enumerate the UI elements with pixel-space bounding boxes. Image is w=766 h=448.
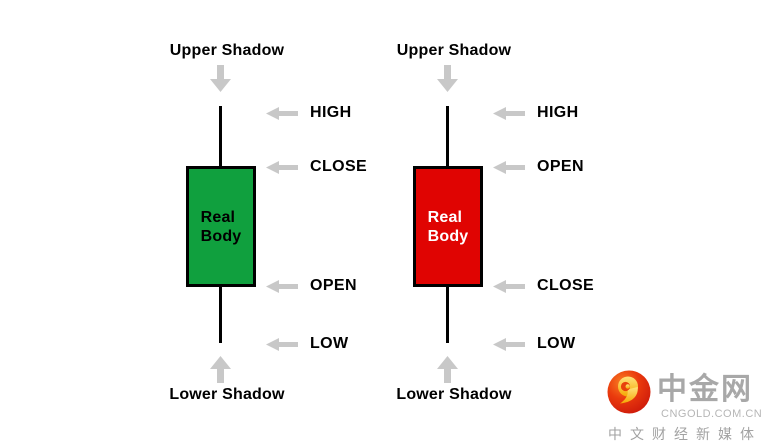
bearish-candle-group: Upper Shadow Real Body Lower Shadow bbox=[304, 0, 604, 420]
left-arrow-icon bbox=[493, 160, 525, 174]
callout-close: CLOSE bbox=[266, 157, 367, 177]
callout-low: LOW bbox=[493, 334, 576, 354]
callout-high: HIGH bbox=[493, 103, 579, 123]
watermark-domain: CNGOLD.COM.CN bbox=[661, 408, 763, 420]
watermark-brand-name: 中金网 bbox=[657, 373, 753, 406]
real-body-label-line1: Real bbox=[200, 208, 236, 226]
lower-shadow-label: Lower Shadow bbox=[169, 386, 285, 403]
left-arrow-icon bbox=[266, 337, 298, 351]
callout-label-high: HIGH bbox=[310, 104, 352, 121]
lower-shadow-wick bbox=[446, 287, 449, 343]
upper-shadow-wick bbox=[219, 106, 222, 166]
up-arrow-icon bbox=[210, 356, 231, 383]
callout-label-close: CLOSE bbox=[310, 158, 368, 175]
cngold-logo-icon bbox=[607, 370, 651, 414]
left-arrow-icon bbox=[266, 106, 298, 120]
bullish-candle-group: Upper Shadow Real Body Lower Shadow bbox=[77, 0, 377, 420]
callout-open: OPEN bbox=[493, 157, 584, 177]
left-arrow-icon bbox=[266, 160, 298, 174]
upper-shadow-label: Upper Shadow bbox=[169, 42, 285, 59]
callout-open: OPEN bbox=[266, 276, 357, 296]
left-arrow-icon bbox=[493, 106, 525, 120]
real-body-label-line2: Body bbox=[427, 227, 469, 245]
callout-high: HIGH bbox=[266, 103, 352, 123]
callout-label-low: LOW bbox=[310, 335, 349, 352]
callout-label-open: OPEN bbox=[537, 158, 584, 175]
callout-label-close: CLOSE bbox=[537, 277, 595, 294]
callout-label-high: HIGH bbox=[537, 104, 579, 121]
callout-low: LOW bbox=[266, 334, 349, 354]
bullish-real-body: Real Body bbox=[186, 166, 256, 287]
real-body-label-line2: Body bbox=[200, 227, 242, 245]
real-body-label-line1: Real bbox=[427, 208, 463, 226]
upper-shadow-label: Upper Shadow bbox=[396, 42, 512, 59]
callout-label-low: LOW bbox=[537, 335, 576, 352]
left-arrow-icon bbox=[266, 279, 298, 293]
watermark-tagline: 中文财经新媒体 bbox=[608, 426, 762, 442]
bearish-real-body: Real Body bbox=[413, 166, 483, 287]
down-arrow-icon bbox=[437, 65, 458, 92]
lower-shadow-label: Lower Shadow bbox=[396, 386, 512, 403]
down-arrow-icon bbox=[210, 65, 231, 92]
lower-shadow-wick bbox=[219, 287, 222, 343]
upper-shadow-wick bbox=[446, 106, 449, 166]
cngold-watermark: 中金网 CNGOLD.COM.CN 中文财经新媒体 bbox=[605, 370, 765, 446]
left-arrow-icon bbox=[493, 337, 525, 351]
left-arrow-icon bbox=[493, 279, 525, 293]
callout-close: CLOSE bbox=[493, 276, 594, 296]
callout-label-open: OPEN bbox=[310, 277, 357, 294]
real-body-label: Real Body bbox=[428, 208, 469, 246]
up-arrow-icon bbox=[437, 356, 458, 383]
real-body-label: Real Body bbox=[201, 208, 242, 246]
